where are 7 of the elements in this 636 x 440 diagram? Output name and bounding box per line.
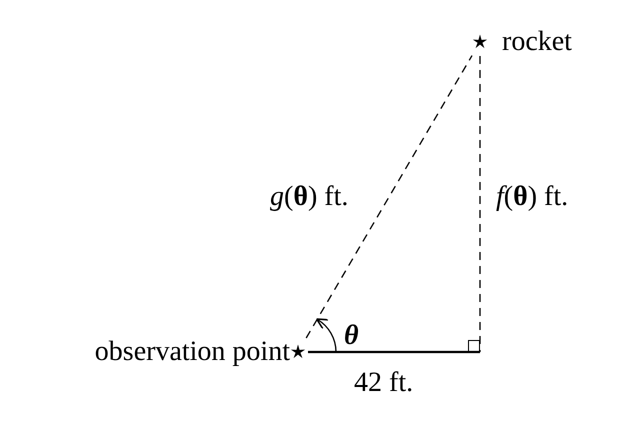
dashed-line bbox=[306, 55, 473, 338]
angle-label: θ bbox=[343, 322, 360, 350]
dashed-line bbox=[479, 56, 481, 352]
line bbox=[308, 350, 480, 354]
point-label: observation point bbox=[94, 338, 290, 366]
right-angle-mark bbox=[468, 340, 480, 352]
point-label: rocket bbox=[502, 28, 572, 56]
